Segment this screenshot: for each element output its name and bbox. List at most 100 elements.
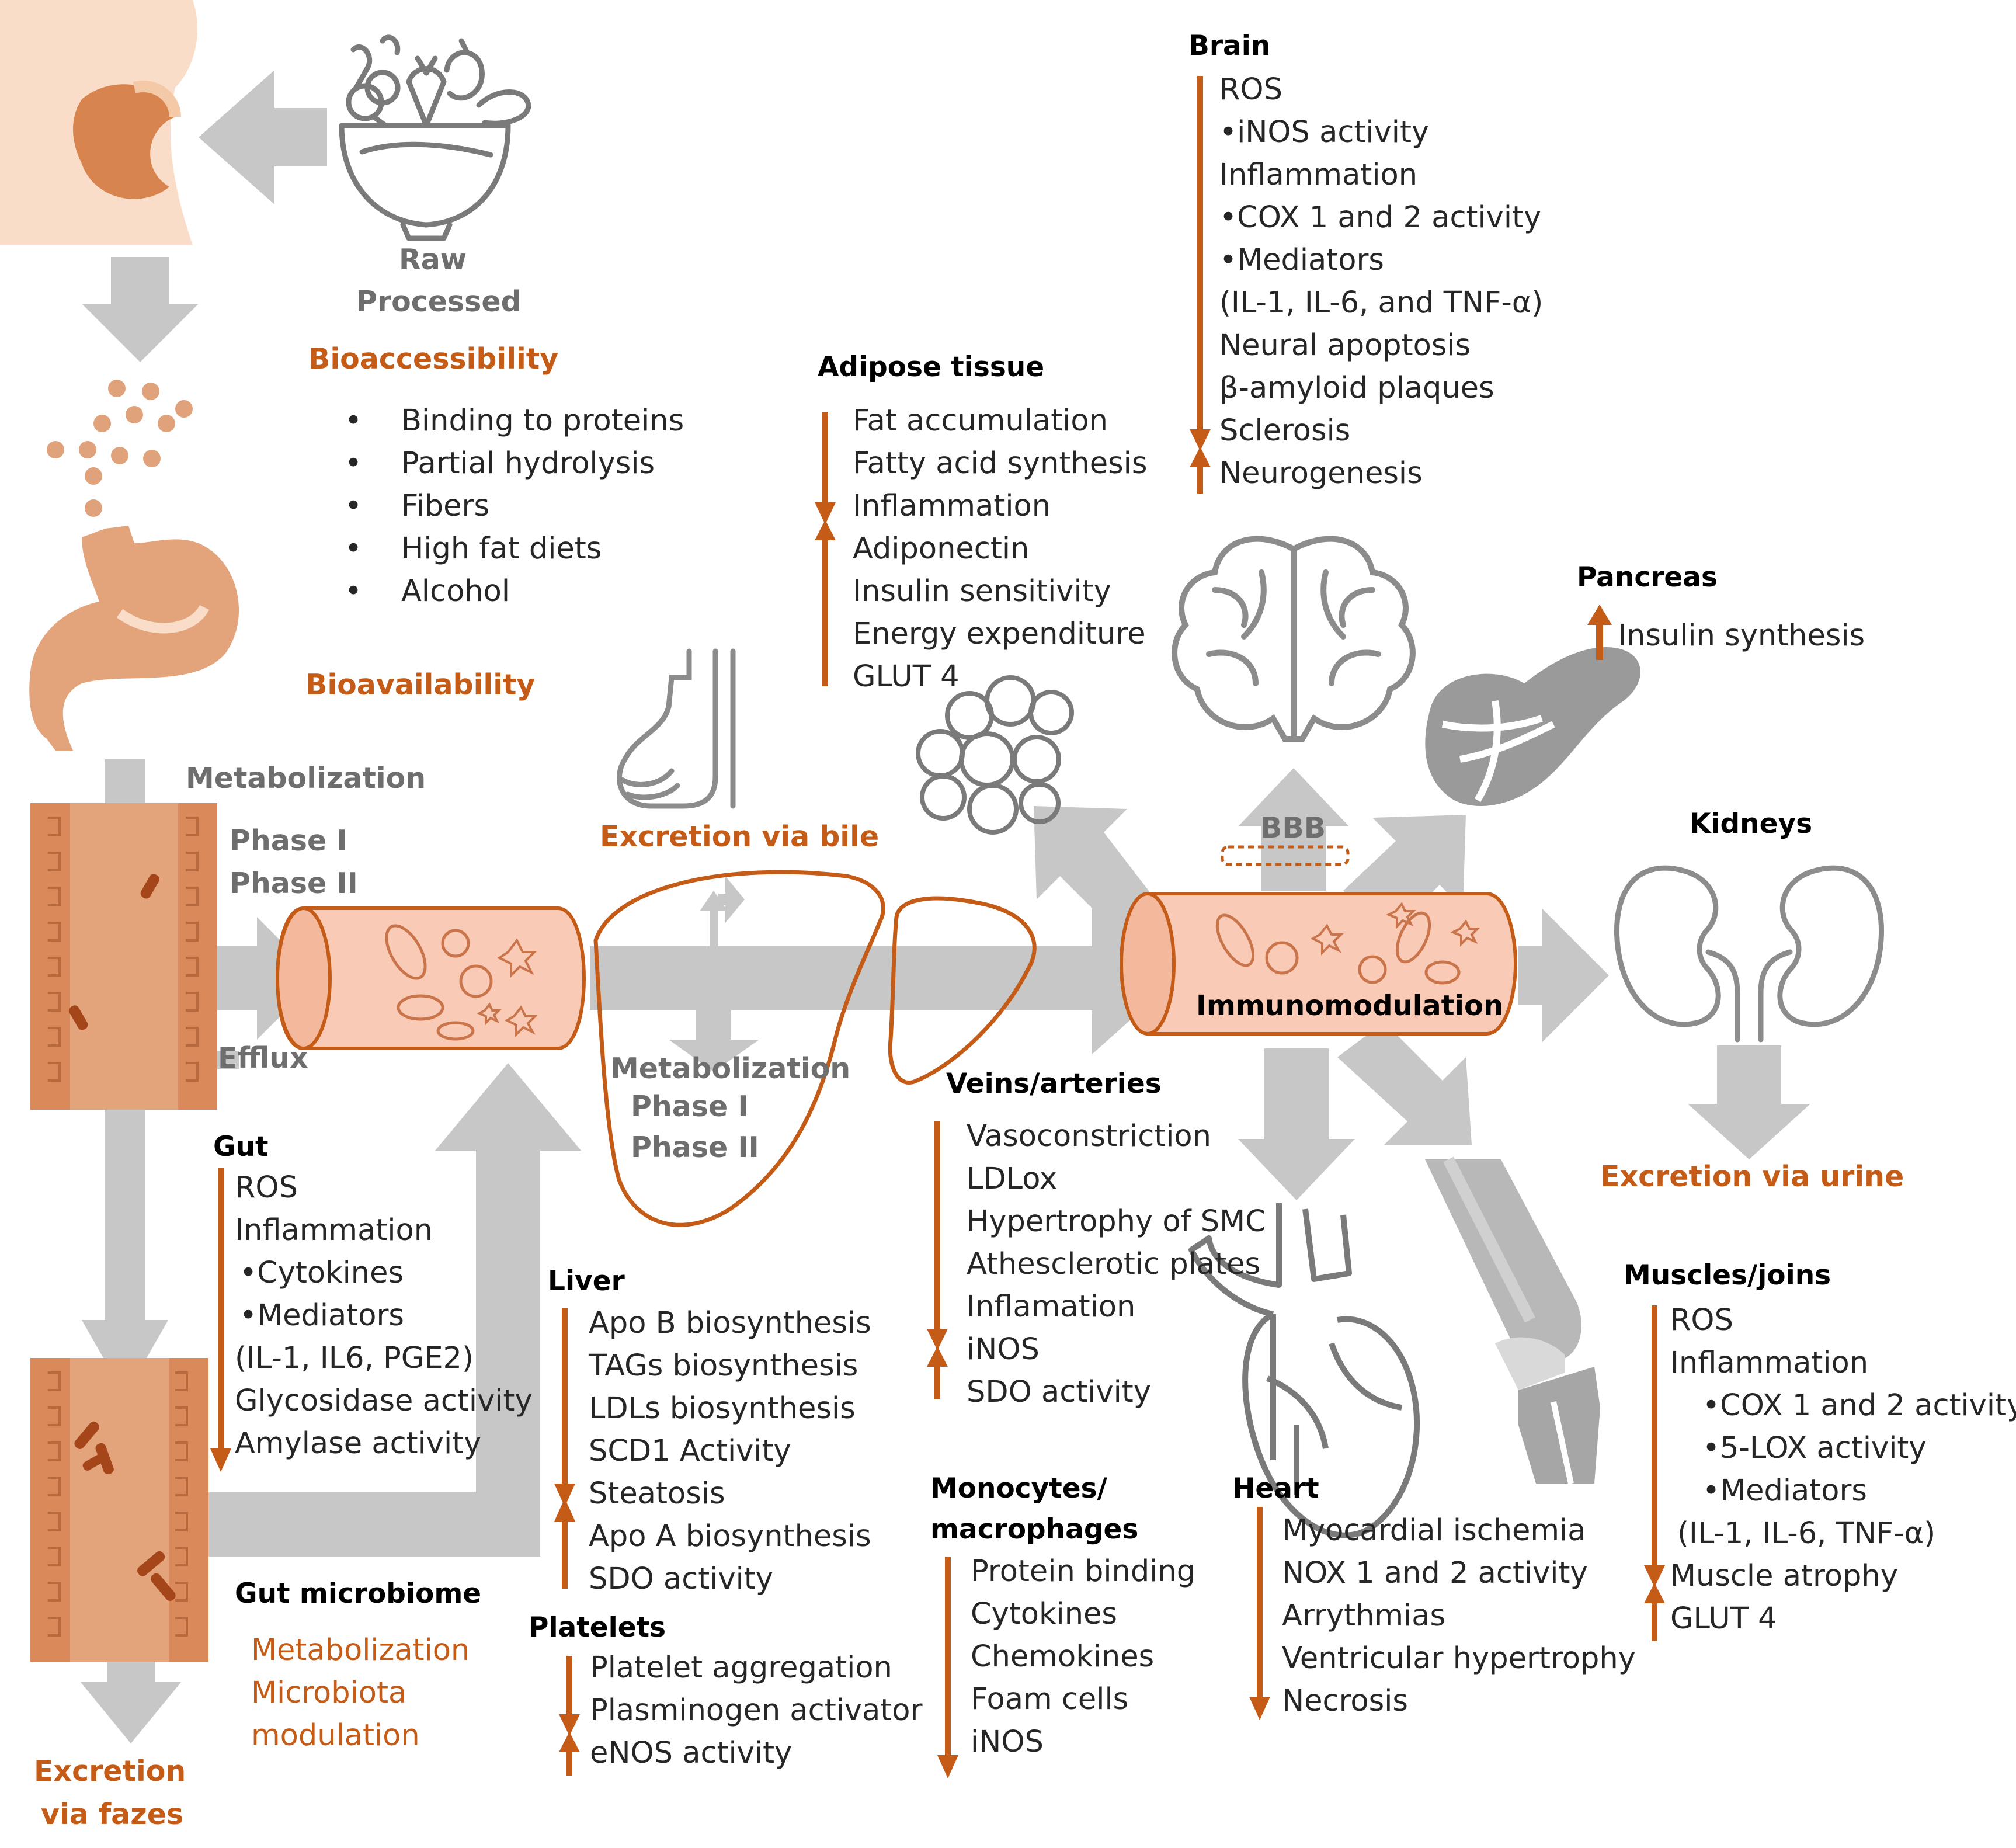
list-item: •COX 1 and 2 activity <box>1702 1388 2016 1423</box>
list-item: •Cytokines <box>239 1256 404 1290</box>
list-item: iNOS <box>967 1332 1040 1367</box>
liver-phase2-label: Phase II <box>631 1131 759 1164</box>
bullet: • <box>345 446 363 481</box>
list-item: LDLs biosynthesis <box>589 1391 856 1426</box>
list-item: (IL-1, IL-6, TNF-α) <box>1677 1516 1936 1551</box>
list-item: •Mediators <box>1702 1474 1867 1508</box>
stomach-icon <box>29 526 239 751</box>
bullet: • <box>345 489 363 523</box>
list-item: Alcohol <box>401 574 510 609</box>
liver-title: Liver <box>548 1265 625 1297</box>
bbb-barrier <box>1221 845 1350 866</box>
excretion-feces-line1: Excretion <box>34 1755 186 1788</box>
list-item: Neurogenesis <box>1219 456 1423 491</box>
gut-microbiome-title: Gut microbiome <box>235 1578 482 1610</box>
list-item: Neural apoptosis <box>1219 328 1471 363</box>
list-item: Foam cells <box>971 1682 1129 1717</box>
list-item: ROS <box>235 1170 298 1205</box>
list-item: SDO activity <box>967 1375 1151 1409</box>
list-item: Apo A biosynthesis <box>589 1519 871 1554</box>
pancreas-item: Insulin synthesis <box>1618 619 1865 653</box>
list-item: Hypertrophy of SMC <box>967 1204 1266 1239</box>
digested-particles <box>47 380 193 517</box>
monocytes-title-line1: Monocytes/ <box>930 1472 1107 1505</box>
list-item: Adiponectin <box>853 532 1030 566</box>
list-item: Athesclerotic plates <box>967 1247 1261 1281</box>
list-item: Apo B biosynthesis <box>589 1306 871 1340</box>
immunomodulation-label: Immunomodulation <box>1196 989 1504 1022</box>
list-item: Fat accumulation <box>853 404 1108 438</box>
list-item: •Mediators <box>1219 243 1384 277</box>
direction-arrows <box>210 76 1665 1778</box>
list-item: Myocardial ischemia <box>1282 1513 1586 1548</box>
intestinal-wall-lower <box>30 1358 208 1662</box>
list-item: (IL-1, IL6, PGE2) <box>235 1341 474 1375</box>
list-item: High fat diets <box>401 532 602 566</box>
pancreas-title: Pancreas <box>1577 561 1718 593</box>
heart-title: Heart <box>1232 1472 1319 1505</box>
muscles-title: Muscles/joins <box>1624 1259 1831 1291</box>
list-item: Energy expenditure <box>853 617 1146 651</box>
excretion-urine-label: Excretion via urine <box>1600 1160 1904 1193</box>
list-item: Inflamation <box>967 1290 1136 1324</box>
adipocytes-icon <box>916 675 1074 835</box>
liver-outline <box>593 870 1037 1227</box>
list-item: Insulin sensitivity <box>853 574 1111 609</box>
list-item: Protein binding <box>971 1554 1196 1589</box>
list-item: eNOS activity <box>590 1736 793 1770</box>
phase1-label: Phase I <box>230 824 347 857</box>
list-item: Microbiota <box>251 1676 407 1710</box>
heart-icon <box>1188 1203 1420 1538</box>
excretion-feces-line2: via fazes <box>41 1798 184 1831</box>
list-item: •Mediators <box>239 1298 404 1333</box>
excretion-bile-label: Excretion via bile <box>600 820 880 853</box>
list-item: ROS <box>1670 1303 1733 1338</box>
list-item: Arrythmias <box>1282 1599 1446 1633</box>
list-item: (IL-1, IL-6, and TNF-α) <box>1219 286 1544 320</box>
brain-icon <box>1172 536 1416 742</box>
list-item: Chemokines <box>971 1639 1155 1674</box>
list-item: Ventricular hypertrophy <box>1282 1641 1636 1676</box>
list-item: β-amyloid plaques <box>1219 371 1494 405</box>
bioaccessibility-title: Bioaccessibility <box>308 342 559 376</box>
list-item: modulation <box>251 1718 420 1753</box>
food-raw-label: Raw <box>399 243 467 276</box>
list-item: TAGs biosynthesis <box>589 1349 858 1383</box>
food-bowl-icon <box>339 34 531 241</box>
list-item: GLUT 4 <box>1670 1602 1777 1636</box>
list-item: Partial hydrolysis <box>401 446 655 481</box>
list-item: Inflammation <box>1670 1346 1869 1380</box>
list-item: Inflammation <box>235 1213 433 1248</box>
bullet: • <box>345 532 363 566</box>
list-item: ROS <box>1219 72 1282 107</box>
metabolization-label: Metabolization <box>186 762 426 795</box>
blood-vessel-left <box>275 906 586 1050</box>
food-processed-label: Processed <box>356 285 522 318</box>
bbb-label: BBB <box>1260 811 1326 845</box>
kidneys-icon <box>1614 865 1884 1043</box>
bioavailability-title: Bioavailability <box>305 668 536 701</box>
mouth-icon <box>0 0 198 245</box>
list-item: Fatty acid synthesis <box>853 446 1148 481</box>
brain-title: Brain <box>1188 30 1271 62</box>
gallbladder-icon <box>617 648 736 809</box>
list-item: Steatosis <box>589 1477 725 1511</box>
gut-title: Gut <box>213 1131 269 1163</box>
liver-phase1-label: Phase I <box>631 1090 749 1123</box>
list-item: Sclerosis <box>1219 414 1351 448</box>
list-item: Necrosis <box>1282 1684 1408 1718</box>
list-item: Glycosidase activity <box>235 1384 533 1418</box>
kidneys-title: Kidneys <box>1690 808 1813 840</box>
adipose-title: Adipose tissue <box>818 351 1045 383</box>
list-item: SCD1 Activity <box>589 1434 791 1468</box>
list-item: Platelet aggregation <box>590 1651 892 1685</box>
list-item: Vasoconstriction <box>967 1119 1211 1154</box>
list-item: Inflammation <box>1219 158 1418 192</box>
list-item: Binding to proteins <box>401 404 684 438</box>
list-item: Inflammation <box>853 489 1051 523</box>
list-item: •COX 1 and 2 activity <box>1219 200 1542 235</box>
efflux-label: Efflux <box>218 1041 308 1075</box>
knee-joint-icon <box>1425 1156 1600 1485</box>
